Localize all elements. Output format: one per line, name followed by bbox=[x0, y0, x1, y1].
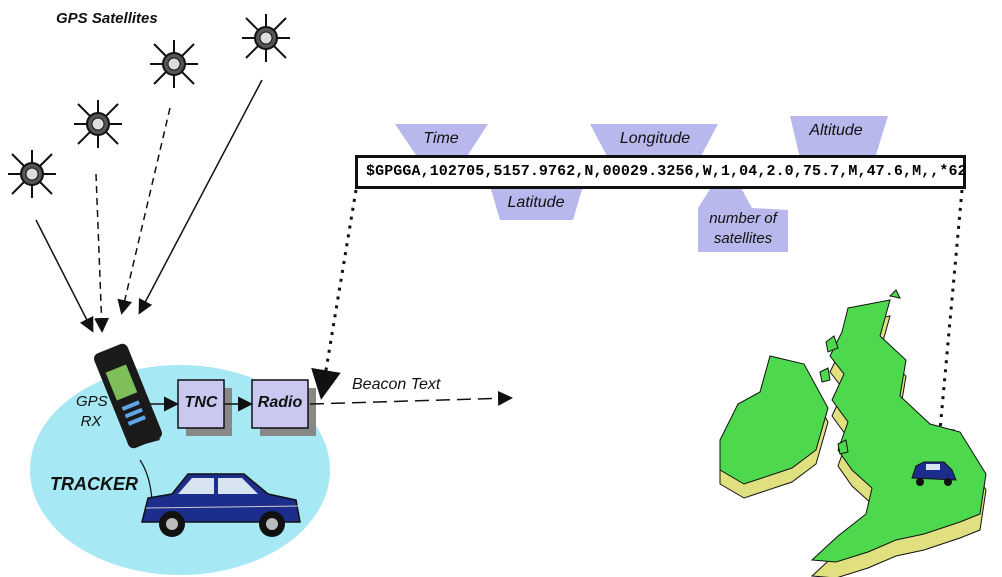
time-label: Time bbox=[423, 130, 459, 147]
longitude-highlight bbox=[590, 124, 718, 158]
beacon-text-label: Beacon Text bbox=[352, 376, 441, 393]
map-car-icon bbox=[911, 461, 957, 486]
time-highlight bbox=[395, 124, 488, 158]
latitude-highlight bbox=[490, 186, 583, 220]
tnc-label: TNC bbox=[184, 394, 218, 411]
gps-rx-label-line1: GPS bbox=[76, 393, 108, 410]
tracker-label: TRACKER bbox=[50, 474, 138, 494]
latitude-label: Latitude bbox=[507, 194, 565, 211]
gps-rx-label-line2: RX bbox=[80, 413, 102, 430]
tnc-box bbox=[177, 379, 225, 429]
nmea-connectors bbox=[311, 189, 964, 458]
tracker-car-icon bbox=[141, 473, 301, 537]
longitude-label: Longitude bbox=[619, 130, 691, 147]
satellites-label-line1: number of bbox=[709, 210, 777, 227]
radio-label: Radio bbox=[257, 394, 303, 411]
satellite-icon bbox=[242, 14, 290, 62]
gps-receiver-icon bbox=[94, 343, 162, 449]
satellite-icon bbox=[8, 150, 56, 198]
satellites-label: GPS Satellites bbox=[56, 10, 158, 27]
nmea-sentence: $GPGGA,102705,5157.9762,N,00029.3256,W,1… bbox=[355, 155, 967, 189]
satellite-icon bbox=[150, 40, 198, 88]
satellite-signal-arrows bbox=[35, 79, 263, 333]
uk-map bbox=[719, 289, 987, 577]
field-highlights bbox=[395, 116, 888, 252]
beacon-arrow bbox=[309, 390, 513, 406]
altitude-highlight bbox=[790, 116, 888, 158]
altitude-label: Altitude bbox=[809, 122, 863, 139]
satellites-highlight bbox=[698, 186, 788, 252]
satellites-label-line2: satellites bbox=[713, 230, 773, 247]
satellite-icon bbox=[74, 100, 122, 148]
